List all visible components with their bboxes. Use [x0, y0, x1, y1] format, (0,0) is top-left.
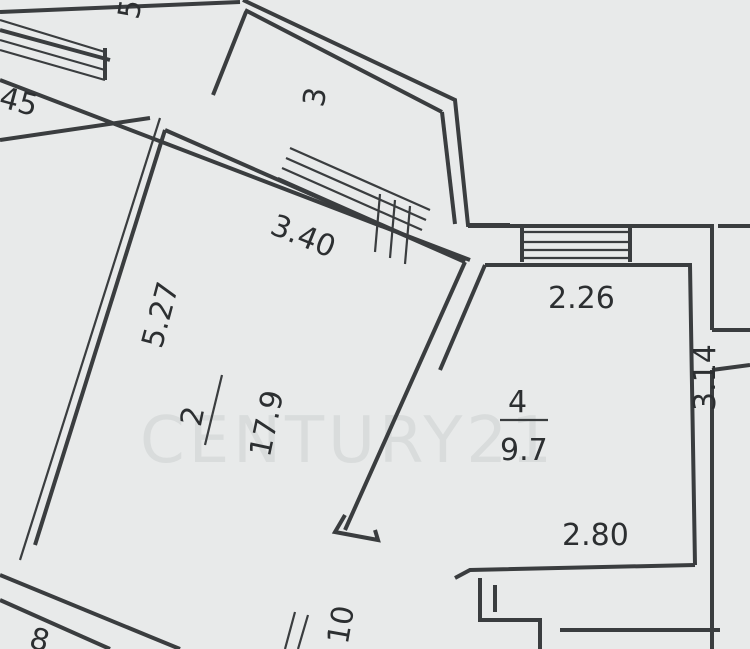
room-2-walls: [18, 117, 467, 561]
room-4-bottom-width: 2.80: [562, 518, 629, 553]
label-bottom-10: 10: [321, 603, 362, 647]
watermark-text: CENTURY21: [140, 404, 556, 478]
room-4-walls: [438, 224, 750, 649]
room-4-area: 9.7: [500, 433, 548, 468]
room-4-number: 4: [508, 385, 527, 420]
room-4-length: 3.14: [688, 344, 723, 411]
label-top-left-5: 5: [112, 0, 150, 22]
bottom-walls: [0, 573, 310, 649]
room-4-width: 2.26: [548, 281, 615, 316]
room-2-fraction-line: [203, 374, 224, 446]
